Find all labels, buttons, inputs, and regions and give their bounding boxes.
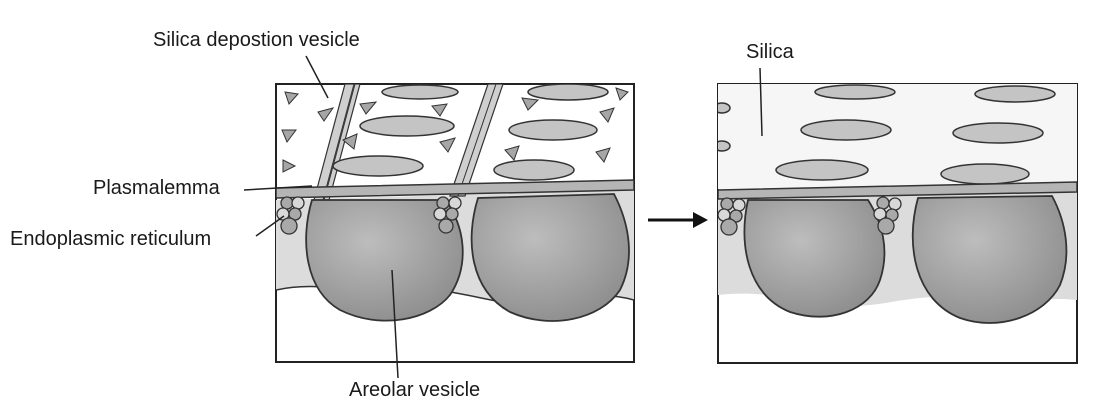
label-endoplasmic-reticulum: Endoplasmic reticulum: [10, 229, 211, 249]
right-panel-after: [714, 84, 1077, 363]
label-plasmalemma: Plasmalemma: [93, 178, 220, 198]
left-panel-before: [276, 84, 634, 362]
label-areolar-vesicle: Areolar vesicle: [349, 380, 480, 400]
label-silica-deposition-vesicle: Silica depostion vesicle: [153, 30, 360, 50]
areolar-vesicle-2: [472, 194, 629, 321]
label-silica: Silica: [746, 42, 794, 62]
transition-arrow: [648, 212, 708, 228]
